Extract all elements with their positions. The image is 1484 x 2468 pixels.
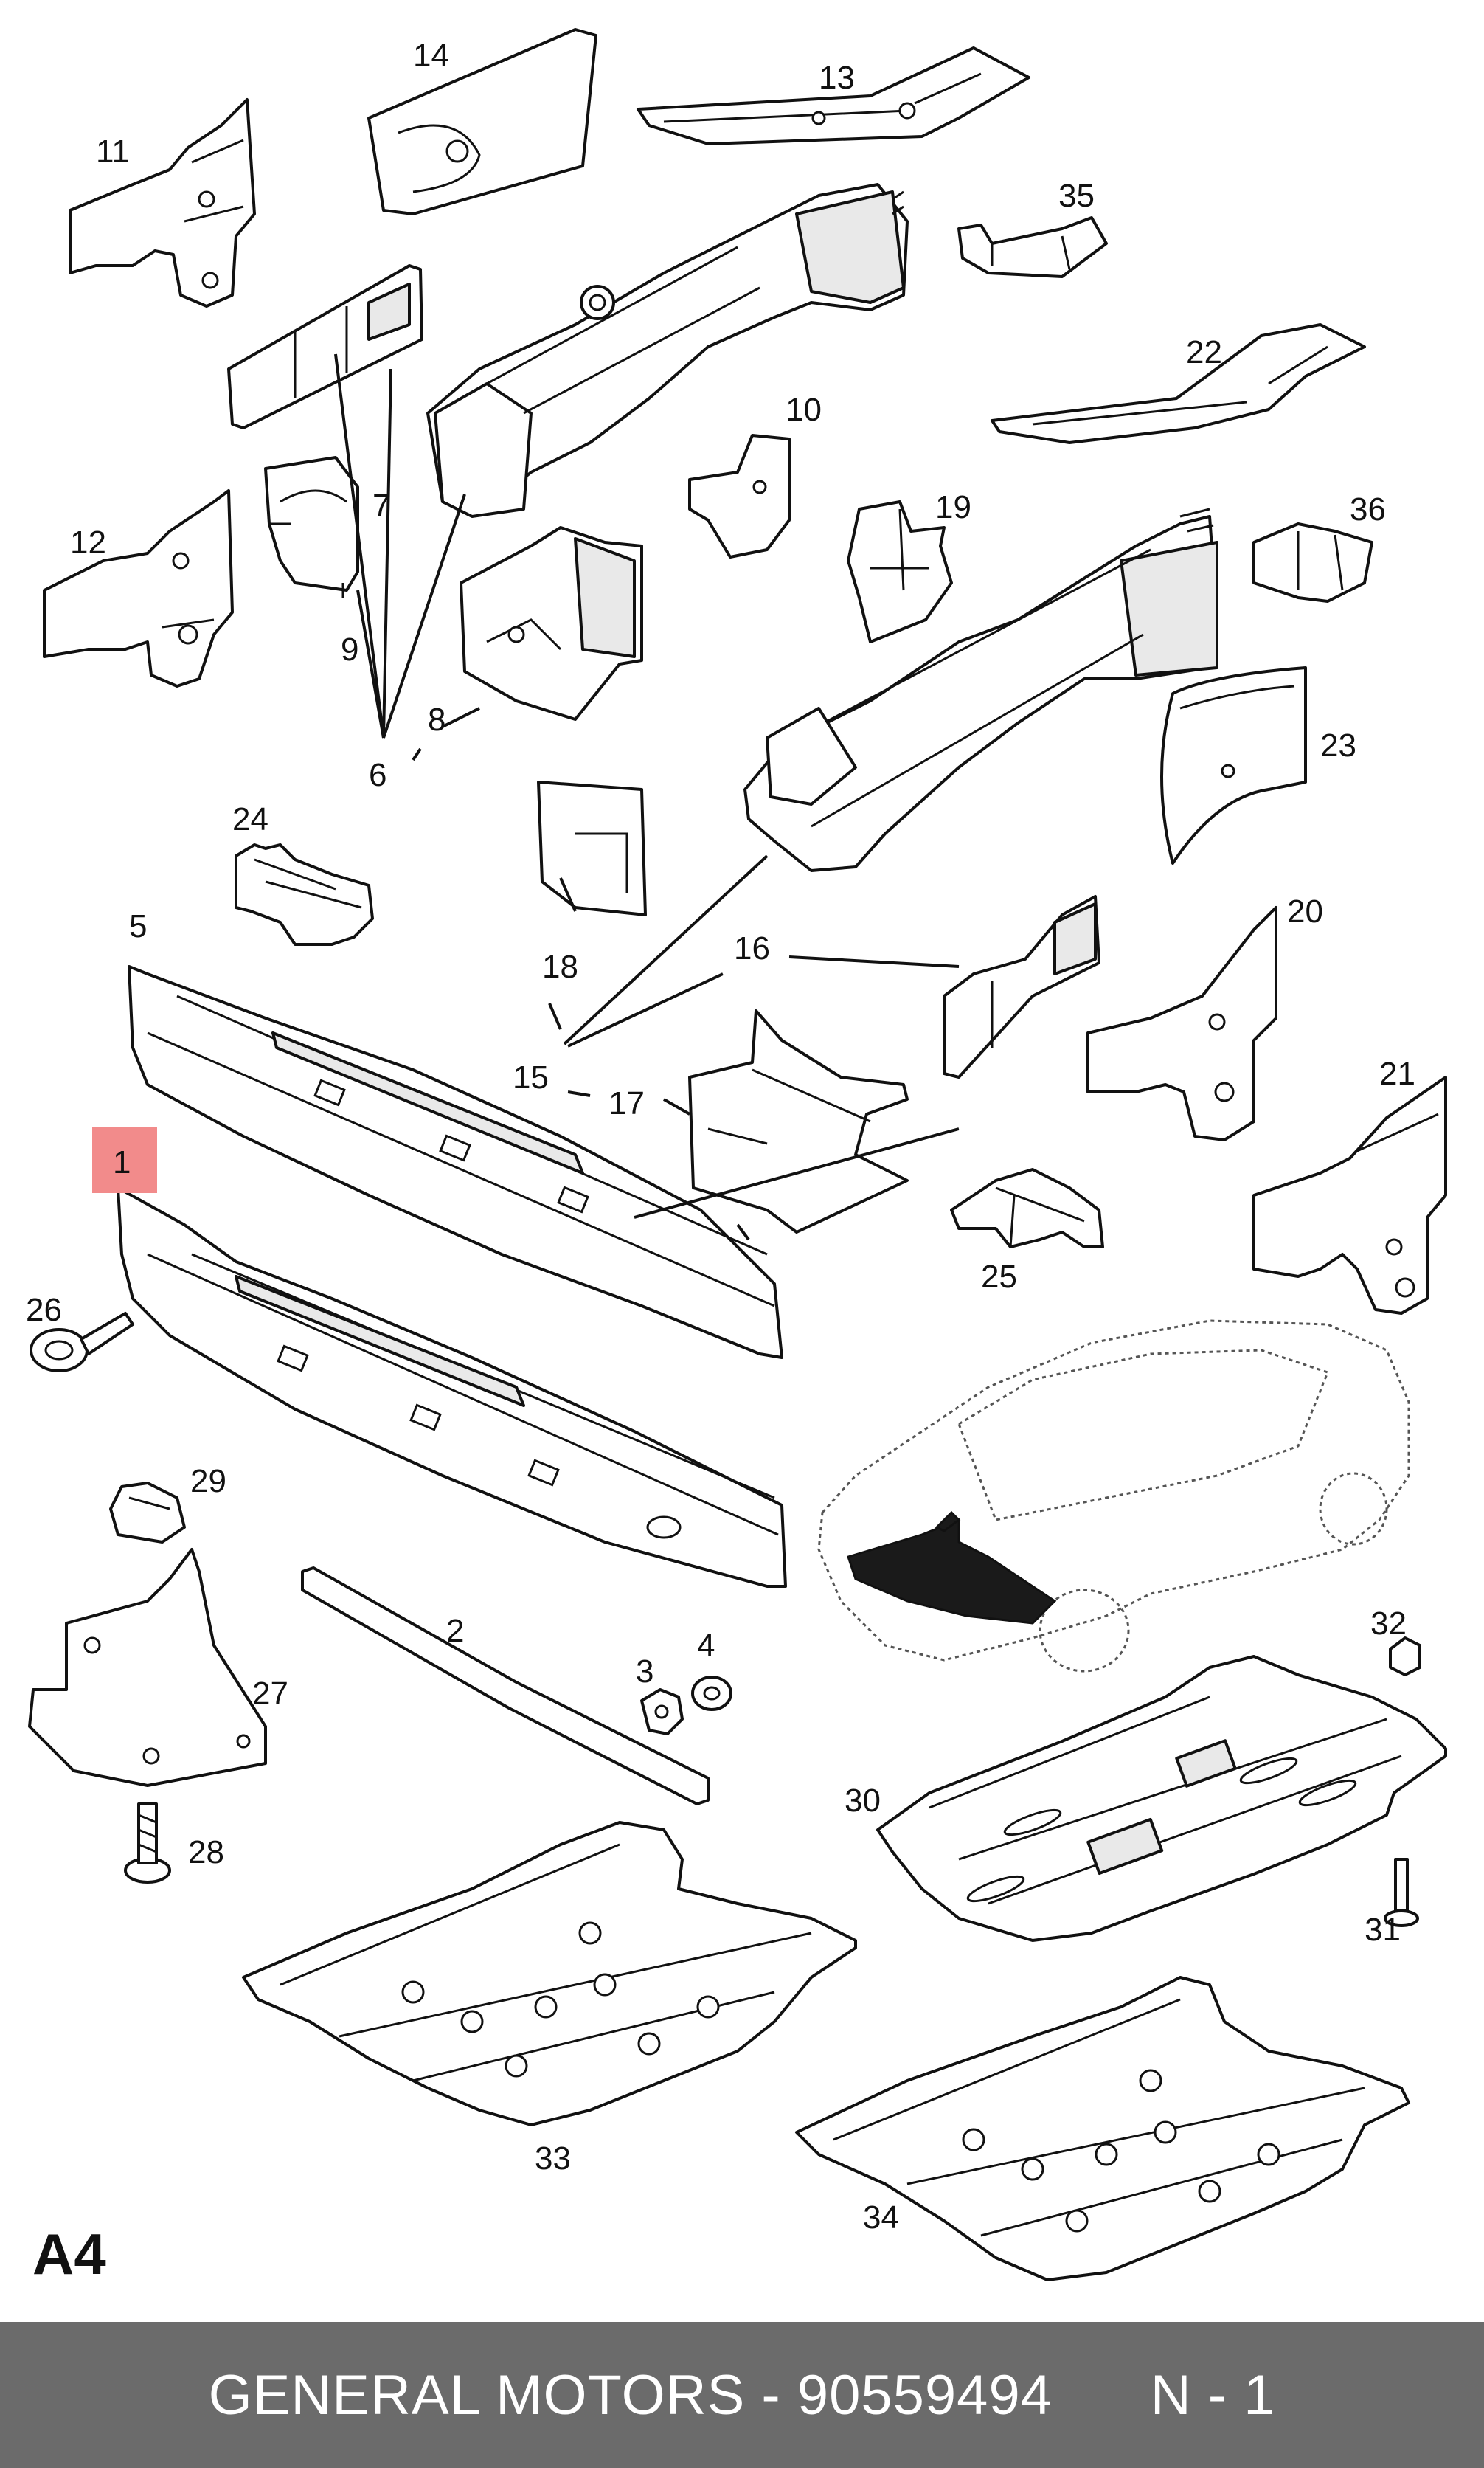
callout-7: 7 bbox=[372, 488, 390, 524]
callout-12: 12 bbox=[70, 525, 106, 561]
footer-gap bbox=[1053, 2364, 1151, 2427]
footer-text: GENERAL MOTORS - 90559494 N - 1 bbox=[209, 2363, 1276, 2427]
callout-10: 10 bbox=[786, 392, 822, 428]
callout-16: 16 bbox=[734, 930, 770, 967]
callout-4: 4 bbox=[697, 1628, 715, 1664]
part-5 bbox=[128, 965, 783, 1359]
part-31 bbox=[1384, 1858, 1419, 1927]
callout-20: 20 bbox=[1287, 893, 1323, 930]
part-35 bbox=[957, 216, 1108, 278]
callout-8: 8 bbox=[428, 702, 445, 738]
callout-15: 15 bbox=[513, 1060, 549, 1096]
callout-19: 19 bbox=[935, 489, 971, 525]
callout-labels: 1 2 3 4 5 6 7 8 9 10 11 12 13 14 15 16 1… bbox=[26, 38, 1415, 2236]
callout-21: 21 bbox=[1379, 1056, 1415, 1092]
callout-1: 1 bbox=[113, 1144, 131, 1181]
part-12 bbox=[43, 489, 234, 688]
callout-5: 5 bbox=[129, 908, 147, 944]
part-14 bbox=[367, 28, 597, 215]
callout-22: 22 bbox=[1186, 334, 1222, 370]
part-13 bbox=[637, 46, 1030, 145]
callout-28: 28 bbox=[188, 1834, 224, 1870]
part-27 bbox=[28, 1548, 267, 1787]
callout-31: 31 bbox=[1365, 1912, 1401, 1948]
part-28 bbox=[124, 1802, 171, 1884]
part-21 bbox=[1252, 1076, 1447, 1315]
part-30 bbox=[876, 1655, 1447, 1942]
callout-29: 29 bbox=[190, 1463, 226, 1499]
part-10 bbox=[688, 434, 791, 559]
callout-36: 36 bbox=[1350, 491, 1386, 528]
callout-18: 18 bbox=[542, 949, 578, 985]
part-29 bbox=[109, 1482, 186, 1544]
leader-lines bbox=[115, 353, 960, 1241]
part-7 bbox=[227, 264, 423, 429]
part-23 bbox=[1160, 666, 1307, 865]
callout-34: 34 bbox=[863, 2199, 899, 2236]
callout-3: 3 bbox=[636, 1653, 653, 1690]
part-11 bbox=[69, 98, 256, 308]
part-19 bbox=[847, 500, 953, 643]
page-code: A4 bbox=[32, 2222, 106, 2286]
part-24 bbox=[235, 843, 374, 946]
separator: - bbox=[745, 2363, 797, 2427]
callout-11: 11 bbox=[96, 134, 130, 170]
part-20 bbox=[1086, 906, 1277, 1141]
callout-32: 32 bbox=[1370, 1605, 1407, 1642]
part-9 bbox=[264, 456, 359, 598]
part-25 bbox=[950, 1168, 1104, 1248]
callout-9: 9 bbox=[341, 632, 358, 668]
callout-27: 27 bbox=[252, 1676, 288, 1712]
part-number: 90559494 bbox=[797, 2363, 1053, 2427]
part-34 bbox=[795, 1976, 1410, 2281]
part-4 bbox=[691, 1676, 732, 1711]
footer-bar: GENERAL MOTORS - 90559494 N - 1 bbox=[0, 2322, 1484, 2468]
callout-33: 33 bbox=[535, 2140, 571, 2177]
part-3 bbox=[640, 1688, 684, 1735]
callout-24: 24 bbox=[232, 801, 268, 837]
part-8 bbox=[460, 526, 643, 721]
front-frame-rail-upper bbox=[426, 183, 909, 518]
callout-25: 25 bbox=[981, 1259, 1017, 1295]
part-18 bbox=[537, 781, 647, 916]
callout-2: 2 bbox=[446, 1613, 464, 1649]
quantity: N - 1 bbox=[1150, 2363, 1276, 2427]
vehicle-silhouette bbox=[817, 1319, 1410, 1673]
callout-13: 13 bbox=[819, 60, 855, 96]
brand-name: GENERAL MOTORS bbox=[208, 2363, 746, 2427]
part-1 bbox=[117, 1186, 787, 1588]
part-17 bbox=[688, 1009, 909, 1234]
part-22 bbox=[991, 323, 1366, 444]
part-33 bbox=[242, 1821, 857, 2126]
front-frame-rail-lower bbox=[743, 508, 1218, 872]
callout-30: 30 bbox=[845, 1783, 881, 1819]
callout-26: 26 bbox=[26, 1292, 62, 1328]
callout-6: 6 bbox=[369, 757, 386, 793]
part-16 bbox=[943, 895, 1100, 1079]
part-32 bbox=[1389, 1636, 1421, 1676]
callout-23: 23 bbox=[1320, 727, 1356, 764]
part-26 bbox=[30, 1312, 134, 1372]
callout-35: 35 bbox=[1058, 178, 1095, 214]
callout-14: 14 bbox=[413, 38, 449, 74]
part-2 bbox=[301, 1566, 710, 1805]
callout-17: 17 bbox=[608, 1085, 645, 1121]
part-36 bbox=[1252, 522, 1373, 603]
callout-1-highlight bbox=[92, 1127, 157, 1193]
